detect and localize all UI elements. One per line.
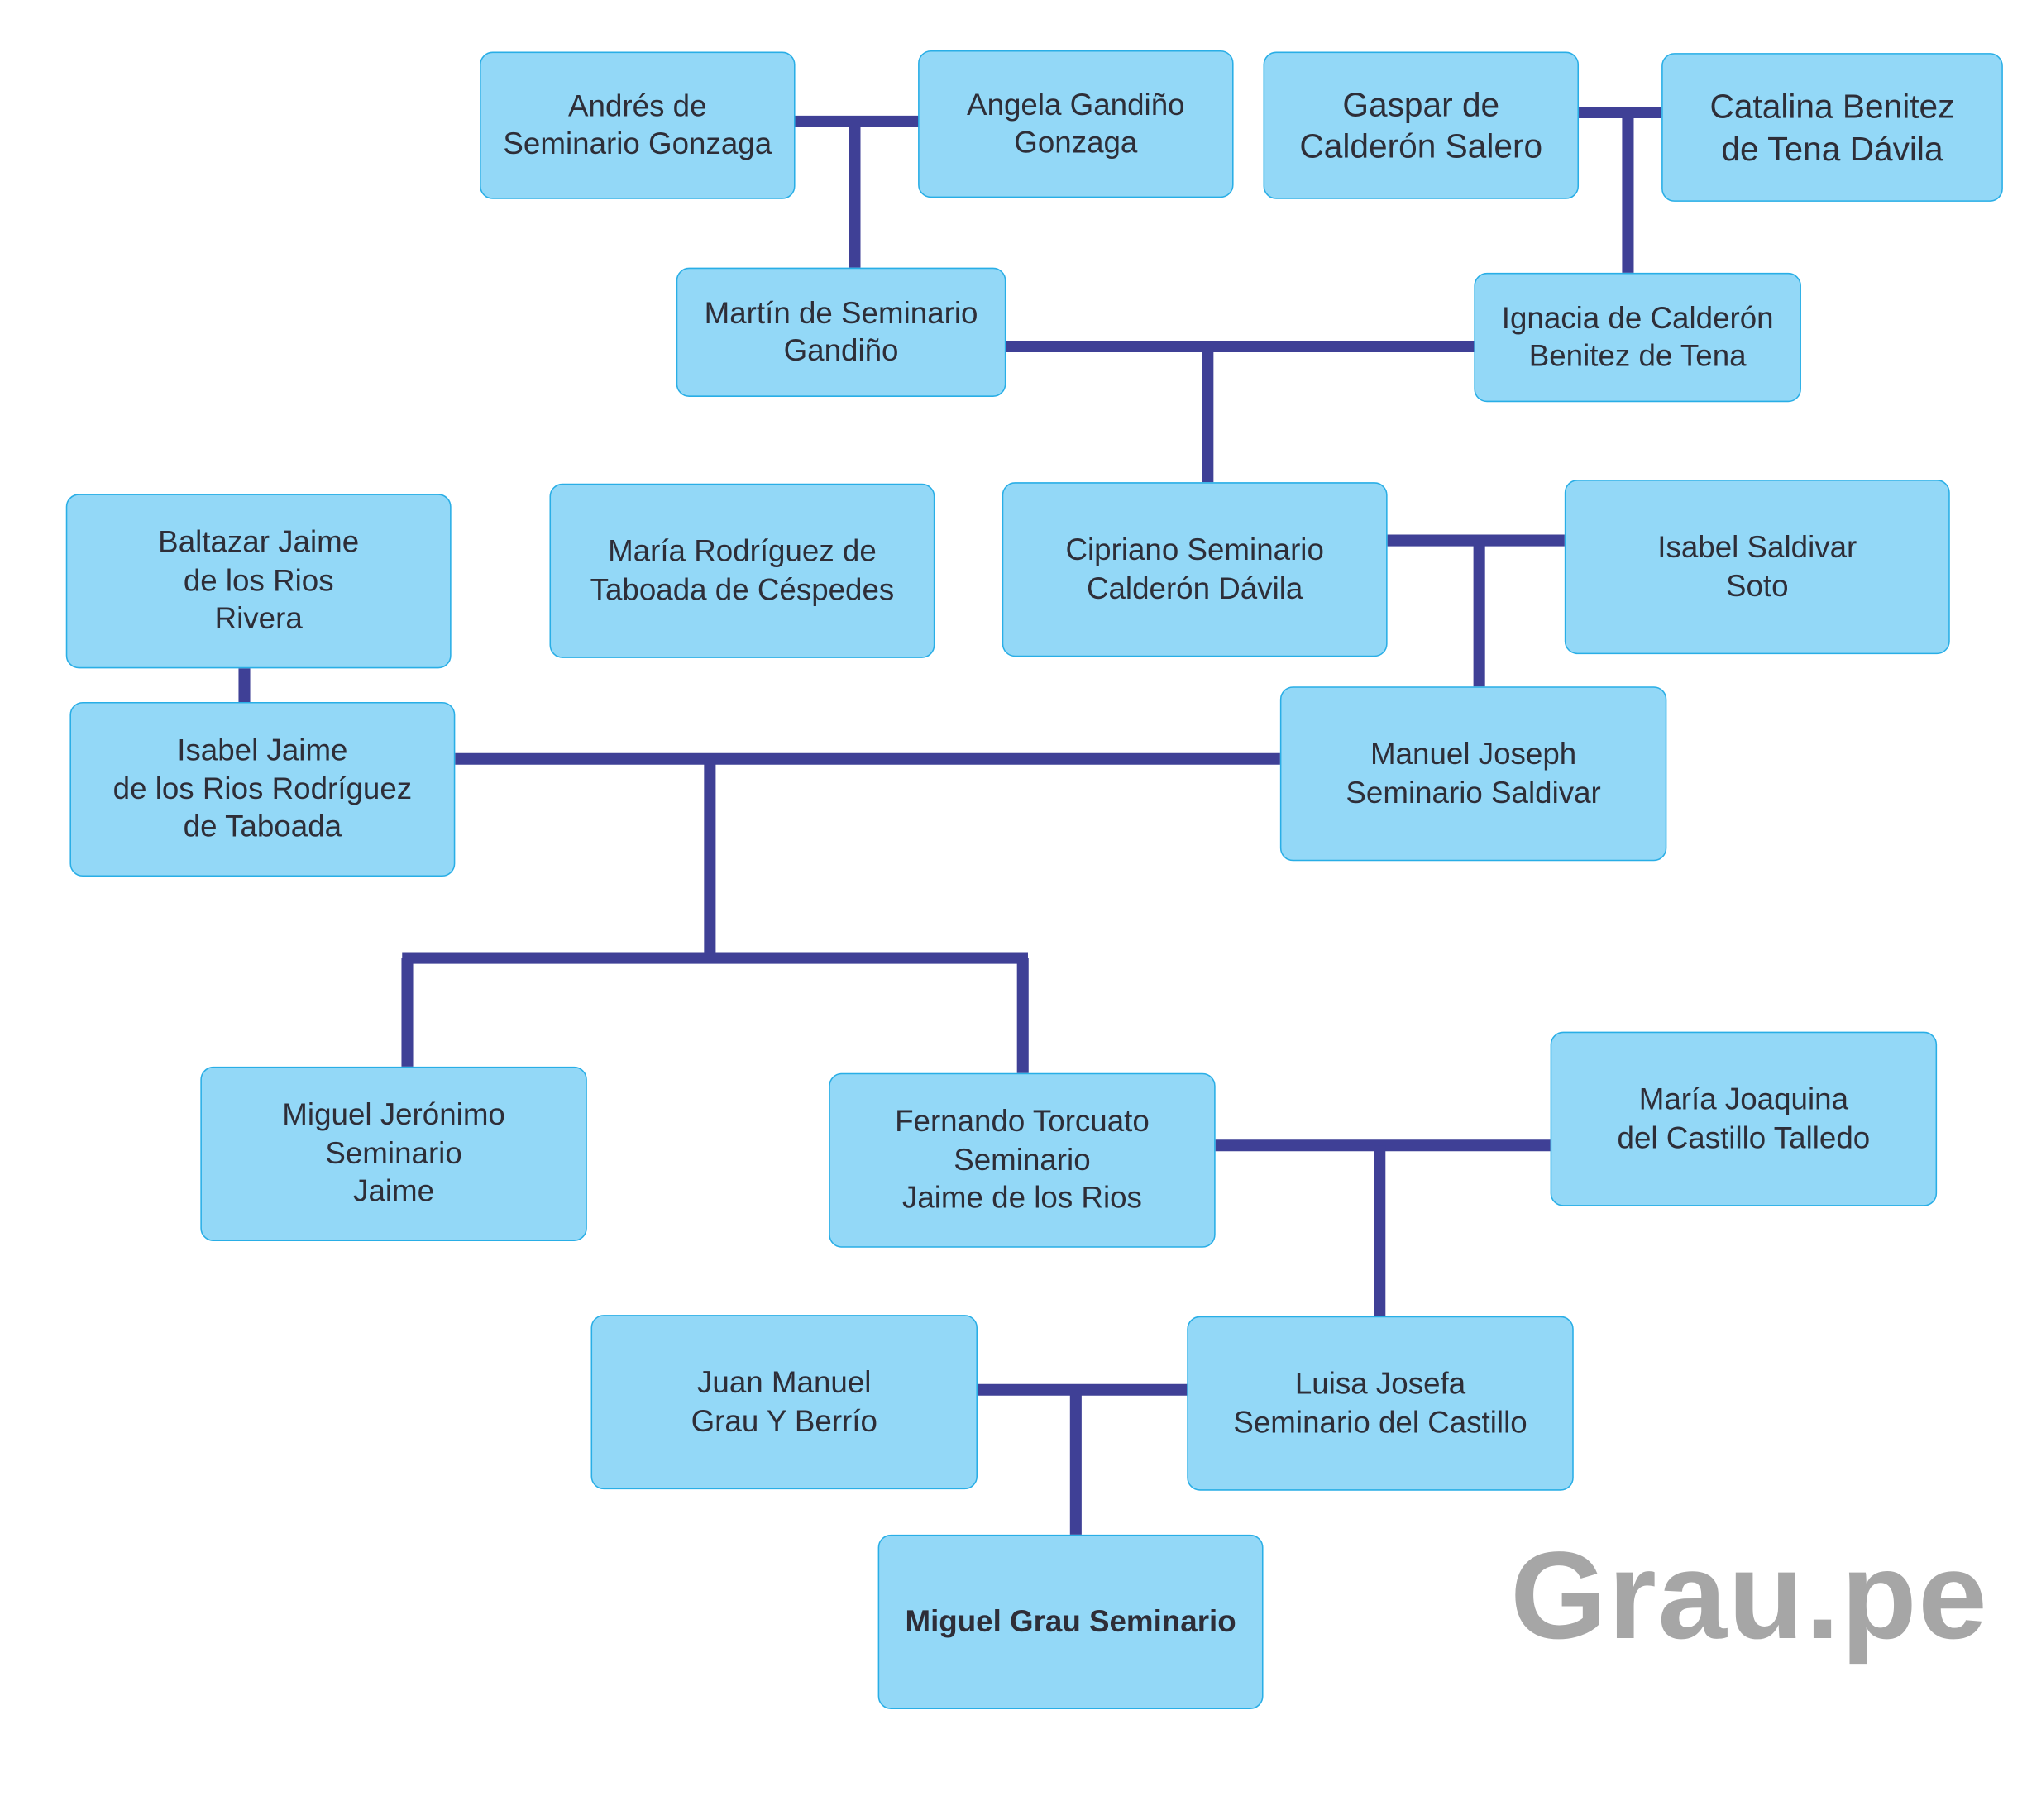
person-name: Baltazar Jaime de los Rios Rivera — [158, 525, 360, 635]
person-luisa: Luisa Josefa Seminario del Castillo — [1187, 1316, 1574, 1491]
person-name: Juan Manuel Grau Y Berrío — [691, 1365, 877, 1437]
person-cipriano: Cipriano Seminario Calderón Dávila — [1002, 482, 1388, 657]
person-name: Angela Gandiño Gonzaga — [967, 87, 1185, 160]
person-name: Gaspar de Calderón Salero — [1299, 84, 1543, 166]
person-juan-manuel: Juan Manuel Grau Y Berrío — [590, 1315, 978, 1490]
person-maria-rodriguez: María Rodríguez de Taboada de Céspedes — [549, 483, 935, 658]
person-name: Andrés de Seminario Gonzaga — [503, 88, 772, 160]
person-name: Catalina Benitez de Tena Dávila — [1709, 86, 1955, 168]
person-miguel-jeronimo: Miguel Jerónimo Seminario Jaime — [200, 1066, 587, 1241]
person-catalina: Catalina Benitez de Tena Dávila — [1661, 53, 2003, 202]
person-angela: Angela Gandiño Gonzaga — [918, 50, 1234, 198]
person-baltazar: Baltazar Jaime de los Rios Rivera — [65, 494, 452, 669]
person-name: Miguel Jerónimo Seminario Jaime — [282, 1098, 505, 1208]
person-name: Manuel Joseph Seminario Saldivar — [1346, 737, 1601, 809]
person-name: María Rodríguez de Taboada de Céspedes — [590, 533, 895, 606]
person-name: Isabel Saldivar Soto — [1657, 530, 1857, 602]
person-isabel-saldivar: Isabel Saldivar Soto — [1564, 480, 1950, 655]
watermark-logo: Grau.pe — [1510, 1526, 1989, 1665]
person-name: María Joaquina del Castillo Talledo — [1617, 1082, 1871, 1154]
person-martin: Martín de Seminario Gandiño — [676, 267, 1006, 397]
person-isabel-jaime: Isabel Jaime de los Rios Rodríguez de Ta… — [69, 701, 456, 877]
person-gaspar: Gaspar de Calderón Salero — [1263, 51, 1580, 199]
person-ignacia: Ignacia de Calderón Benitez de Tena — [1474, 272, 1801, 403]
person-andres: Andrés de Seminario Gonzaga — [480, 51, 796, 199]
person-name: Miguel Grau Seminario — [905, 1604, 1236, 1638]
person-maria-joaquina: María Joaquina del Castillo Talledo — [1550, 1031, 1938, 1206]
person-name: Martín de Seminario Gandiño — [704, 295, 978, 368]
person-name: Fernando Torcuato Seminario Jaime de los… — [895, 1104, 1150, 1215]
person-name: Cipriano Seminario Calderón Dávila — [1065, 533, 1324, 604]
person-name: Ignacia de Calderón Benitez de Tena — [1501, 300, 1774, 373]
person-manuel-joseph: Manuel Joseph Seminario Saldivar — [1279, 686, 1667, 862]
person-name: Isabel Jaime de los Rios Rodríguez de Ta… — [112, 733, 413, 843]
person-fernando: Fernando Torcuato Seminario Jaime de los… — [829, 1072, 1216, 1248]
person-name: Luisa Josefa Seminario del Castillo — [1233, 1366, 1527, 1439]
person-miguel-grau: Miguel Grau Seminario — [877, 1534, 1264, 1709]
